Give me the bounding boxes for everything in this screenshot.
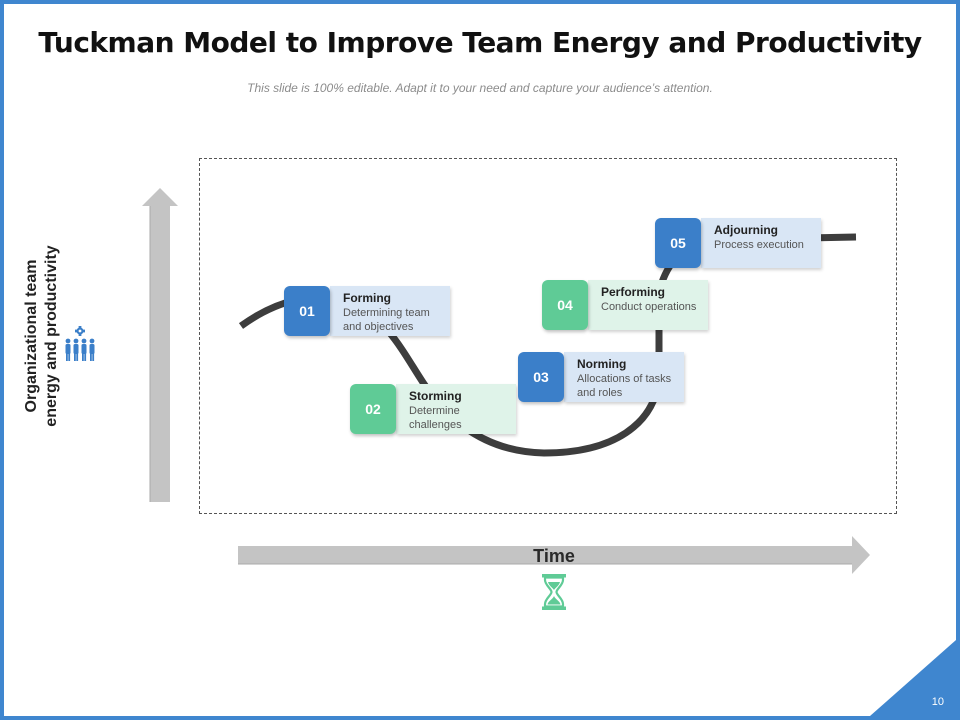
stage-card: Forming Determining team and objectives [330, 286, 450, 336]
y-axis-label: Organizational team energy and productiv… [22, 236, 66, 436]
y-axis-label-line2: energy and productivity [43, 245, 60, 427]
stage-card: Adjourning Process execution [701, 218, 821, 268]
stage-name: Performing [601, 285, 666, 299]
stage-number: 01 [284, 286, 330, 336]
hourglass-icon [541, 574, 567, 615]
stage-card: Norming Allocations of tasks and roles [564, 352, 684, 402]
slide-title: Tuckman Model to Improve Team Energy and… [38, 26, 922, 59]
stage-card: Storming Determine challenges [396, 384, 516, 434]
stage-number: 03 [518, 352, 564, 402]
diagram-graphics [142, 188, 870, 574]
corner-triangle [870, 640, 956, 716]
stage-name: Storming [409, 389, 462, 403]
stage-name: Forming [343, 291, 391, 305]
stage-description: Determine challenges [409, 405, 462, 431]
stage-description: Allocations of tasks and roles [577, 373, 672, 399]
stage-description: Process execution [714, 239, 804, 251]
stage-number: 04 [542, 280, 588, 330]
people-group-icon [62, 326, 98, 371]
slide-subtitle: This slide is 100% editable. Adapt it to… [247, 81, 713, 95]
stage-description: Determining team and objectives [343, 307, 430, 333]
stage-name: Adjourning [714, 223, 778, 237]
stage-card: Performing Conduct operations [588, 280, 708, 330]
diagram-frame [199, 158, 897, 514]
stage-name: Norming [577, 357, 627, 371]
stage-description: Conduct operations [601, 301, 697, 313]
stage-number: 02 [350, 384, 396, 434]
tuckman-curve [238, 233, 857, 457]
x-axis-arrow [238, 536, 870, 574]
stage-number: 05 [655, 218, 701, 268]
x-axis-label: Time [533, 546, 575, 566]
page-number: 10 [931, 696, 944, 708]
y-axis-label-line1: Organizational team [23, 259, 40, 413]
y-axis-arrow [142, 188, 178, 502]
